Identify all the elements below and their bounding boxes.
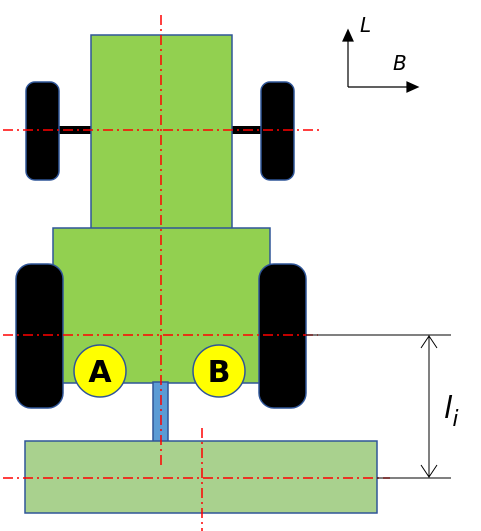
dimension-label: li [444, 391, 458, 432]
wheel-badge-a-label: A [88, 355, 112, 390]
wheel-badge-b-label: B [208, 355, 231, 390]
axis-label-b: B [393, 51, 407, 75]
dimension-arrow [420, 335, 438, 478]
rear-right-tire [258, 263, 307, 409]
implement [24, 440, 378, 514]
axis-label-l: L [360, 13, 371, 37]
front-right-tire [260, 81, 295, 181]
centerlines [3, 15, 390, 531]
dimension-label-subscript: i [452, 407, 458, 432]
dimension-label-base: l [444, 391, 453, 426]
front-left-tire [25, 81, 60, 181]
coordinate-axes [342, 28, 420, 93]
rear-left-tire [15, 263, 64, 409]
wheel-badge-b: B [192, 344, 246, 398]
wheel-badge-a: A [73, 344, 127, 398]
